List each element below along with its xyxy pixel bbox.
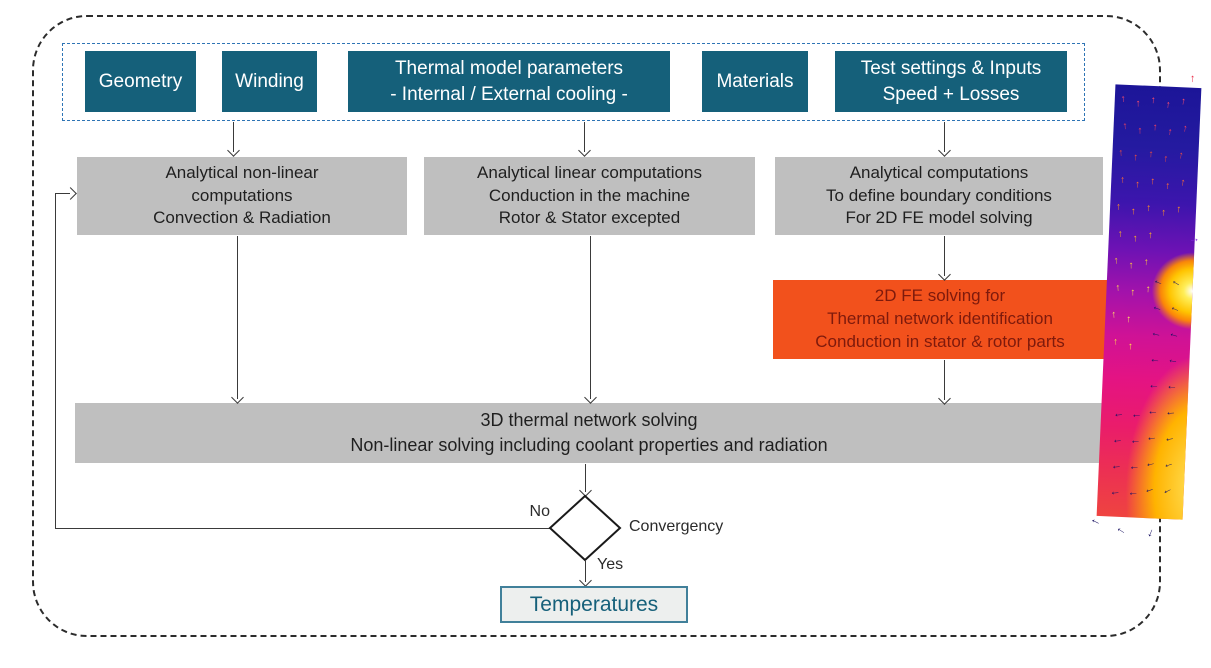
decision-convergency-label: Convergency xyxy=(629,518,724,535)
fe-vector-arrow-icon: ↑ xyxy=(1128,260,1134,272)
fe-vector-arrow-icon: ↑ xyxy=(1135,179,1141,191)
fe-vector-arrow-icon: ↑ xyxy=(1175,203,1182,216)
fe-vector-arrow-icon: ← xyxy=(1143,456,1158,471)
fe-vector-arrow-icon: ← xyxy=(1111,433,1124,447)
fe-vector-arrow-icon: ← xyxy=(1128,460,1141,473)
fe-vector-arrow-icon: ← xyxy=(1112,407,1125,421)
temperatures-output-box: Temperatures xyxy=(500,586,688,623)
arrow-inputs-to-linear xyxy=(584,122,586,152)
arrow-linear-to-network xyxy=(590,236,592,399)
inputs-group-border xyxy=(62,43,1085,121)
fe-vector-arrow-icon: ← xyxy=(1166,379,1178,393)
fe-vector-arrow-icon: ← xyxy=(1109,485,1122,499)
process-box-2d-fe-solving: 2D FE solving for Thermal network identi… xyxy=(773,280,1107,359)
fe-vector-arrow-icon: ← xyxy=(1127,486,1139,499)
fe-vector-arrow-icon: ↑ xyxy=(1179,177,1187,189)
fe-vector-arrow-icon: ↑ xyxy=(1135,98,1141,110)
process-box-3d-network-solving: 3D thermal network solving Non-linear so… xyxy=(75,403,1103,463)
fe-vector-arrow-icon: ↑ xyxy=(1181,123,1189,135)
decision-yes-label: Yes xyxy=(597,556,624,573)
fe-vector-arrow-icon: ↑ xyxy=(1122,120,1128,132)
fe-vector-arrow-icon: ↑ xyxy=(1130,206,1136,218)
fe-vector-arrow-icon: ↑ xyxy=(1115,201,1122,213)
fe-vector-arrow-icon: ← xyxy=(1145,430,1158,444)
fe-vector-arrow-icon: ↑ xyxy=(1152,121,1158,134)
fe-vector-arrow-icon: ← xyxy=(1159,482,1175,498)
fe-vector-arrow-icon: ↑ xyxy=(1148,148,1154,161)
fe-vector-arrow-icon: ↑ xyxy=(1117,228,1124,240)
fe-vector-arrow-icon: ↑ xyxy=(1165,99,1172,111)
fe-vector-arrow-icon: ↑ xyxy=(1115,282,1121,294)
fe-vector-arrow-icon: ← xyxy=(1142,481,1157,497)
process-box-analytical-nonlinear: Analytical non-linear computations Conve… xyxy=(77,157,407,235)
fe-simulation-image: ↑↑↑↑↑↑↑↑↑↑↑↑↑↑↑↑↑↑↑↑↑↑↑↑↑↑↑↑↑↑↑↑↑↑↑↑↑↑←←… xyxy=(1088,73,1202,540)
feedback-line-left xyxy=(55,193,57,529)
fe-vector-arrow-icon: ← xyxy=(1129,434,1142,447)
fe-vector-arrow-icon: ↑ xyxy=(1119,174,1126,186)
fe-vector-arrow-icon: ↑ xyxy=(1132,233,1138,245)
fe-vector-arrow-icon: ← xyxy=(1167,326,1182,342)
fe-vector-arrow-icon: ↑ xyxy=(1160,207,1167,219)
fe-vector-arrow-icon: ↑ xyxy=(1166,126,1173,138)
fe-vector-arrow-icon: ← xyxy=(1130,408,1143,421)
input-box-geometry: Geometry xyxy=(85,51,196,112)
fe-vector-arrow-icon: ↑ xyxy=(1177,149,1185,162)
fe-vector-arrow-icon: ↑ xyxy=(1133,152,1139,164)
decision-diamond xyxy=(548,494,622,562)
fe-vector-arrow-icon: ↑ xyxy=(1150,175,1156,188)
input-box-winding: Winding xyxy=(222,51,317,112)
arrow-fe-to-network xyxy=(944,360,946,400)
input-box-test-settings: Test settings & Inputs Speed + Losses xyxy=(835,51,1067,112)
arrow-inputs-to-nonlinear xyxy=(233,122,235,152)
fe-vector-arrow-icon: ↑ xyxy=(1164,180,1171,192)
fe-vector-arrow-icon: ← xyxy=(1167,300,1183,316)
arrow-network-to-decision xyxy=(585,464,587,492)
fe-vector-arrow-icon: ↑ xyxy=(1145,283,1151,296)
fe-vector-arrow-icon: ← xyxy=(1148,352,1162,366)
fe-vector-arrow-icon: ← xyxy=(1151,273,1166,290)
fe-vector-arrow-icon: ↑ xyxy=(1162,153,1169,165)
fe-vector-arrow-icon: ← xyxy=(1146,405,1159,418)
input-box-materials: Materials xyxy=(702,51,808,112)
fe-vector-arrow-icon: ← xyxy=(1110,459,1123,473)
fe-vector-arrow-icon: ↑ xyxy=(1130,287,1136,299)
fe-vector-arrow-icon: ↑ xyxy=(1145,202,1152,214)
fe-vector-arrow-icon: ← xyxy=(1162,431,1177,446)
fe-vector-arrow-icon: ← xyxy=(1149,326,1163,341)
arrow-nonlinear-to-network xyxy=(237,236,239,399)
fe-vector-arrow-icon: ← xyxy=(1150,300,1165,315)
input-box-thermal-parameters: Thermal model parameters - Internal / Ex… xyxy=(348,51,670,112)
fe-vector-arrow-icon: ↑ xyxy=(1126,314,1132,326)
fe-vector-arrow-icon: ↑ xyxy=(1137,125,1143,137)
fe-vector-arrow-icon: ↑ xyxy=(1111,309,1117,321)
process-box-analytical-linear: Analytical linear computations Conductio… xyxy=(424,157,755,235)
fe-vector-arrow-icon: ↑ xyxy=(1147,229,1154,242)
process-box-analytical-boundary: Analytical computations To define bounda… xyxy=(775,157,1103,235)
arrow-decision-to-temperatures xyxy=(585,561,587,582)
fe-vector-arrow-icon: ↑ xyxy=(1143,256,1149,268)
fe-vector-arrow-icon: ↑ xyxy=(1150,94,1157,107)
fe-vector-arrow-icon: ↑ xyxy=(1112,336,1119,348)
decision-no-label: No xyxy=(529,503,550,520)
fe-vector-arrow-icon: ← xyxy=(1164,405,1177,419)
feedback-line-bottom xyxy=(55,528,550,530)
fe-vector-arrow-icon: ↑ xyxy=(1180,95,1187,108)
fe-vector-arrow-icon: ← xyxy=(1166,353,1180,367)
fe-vector-arrow-icon: ← xyxy=(1168,274,1185,291)
fe-vector-arrow-icon: ↑ xyxy=(1120,93,1127,105)
fe-vector-arrow-icon: ↑ xyxy=(1113,255,1120,267)
fe-vector-arrow-icon: → xyxy=(1187,232,1201,246)
fe-vector-arrow-icon: ← xyxy=(1148,379,1160,392)
fe-vector-arrow-icon: ↑ xyxy=(1189,72,1196,85)
fe-vector-arrow-icon: ↑ xyxy=(1127,341,1134,353)
arrow-inputs-to-boundary xyxy=(944,122,946,152)
fe-vector-arrow-icon: ↑ xyxy=(1118,147,1124,159)
arrow-boundary-to-fe xyxy=(944,236,946,276)
fe-vector-arrow-icon: ← xyxy=(1161,456,1176,472)
feedback-line-entry xyxy=(55,193,70,195)
